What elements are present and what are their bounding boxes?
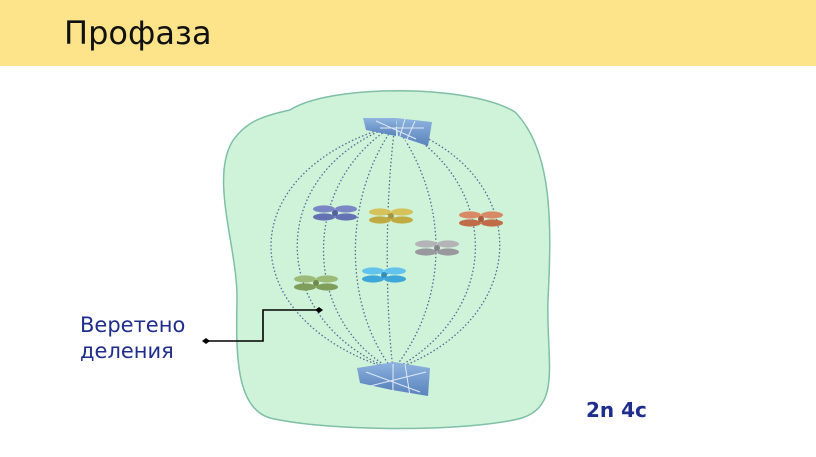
chromosome-gray [415, 240, 459, 256]
chromosome-light-blue [362, 267, 406, 283]
spindle-label-line1: Веретено [80, 313, 186, 337]
centrosome-bottom [357, 362, 430, 397]
spindle-label-line2: деления [80, 339, 174, 363]
centrosome-top [363, 118, 432, 147]
chromosome-green [294, 275, 338, 291]
chromosome-orange [459, 211, 503, 227]
spindle-pointer [202, 307, 323, 344]
spindle-fibers [270, 124, 501, 371]
page-title: Профаза [64, 14, 212, 52]
chromosome-yellow [369, 208, 413, 224]
title-bar [0, 0, 816, 66]
chromosome-blue-purple [313, 205, 357, 221]
cell-membrane [222, 90, 551, 430]
chromosome-formula: 2n 4c [586, 398, 647, 422]
spindle-label: Веретено деления [80, 312, 200, 364]
